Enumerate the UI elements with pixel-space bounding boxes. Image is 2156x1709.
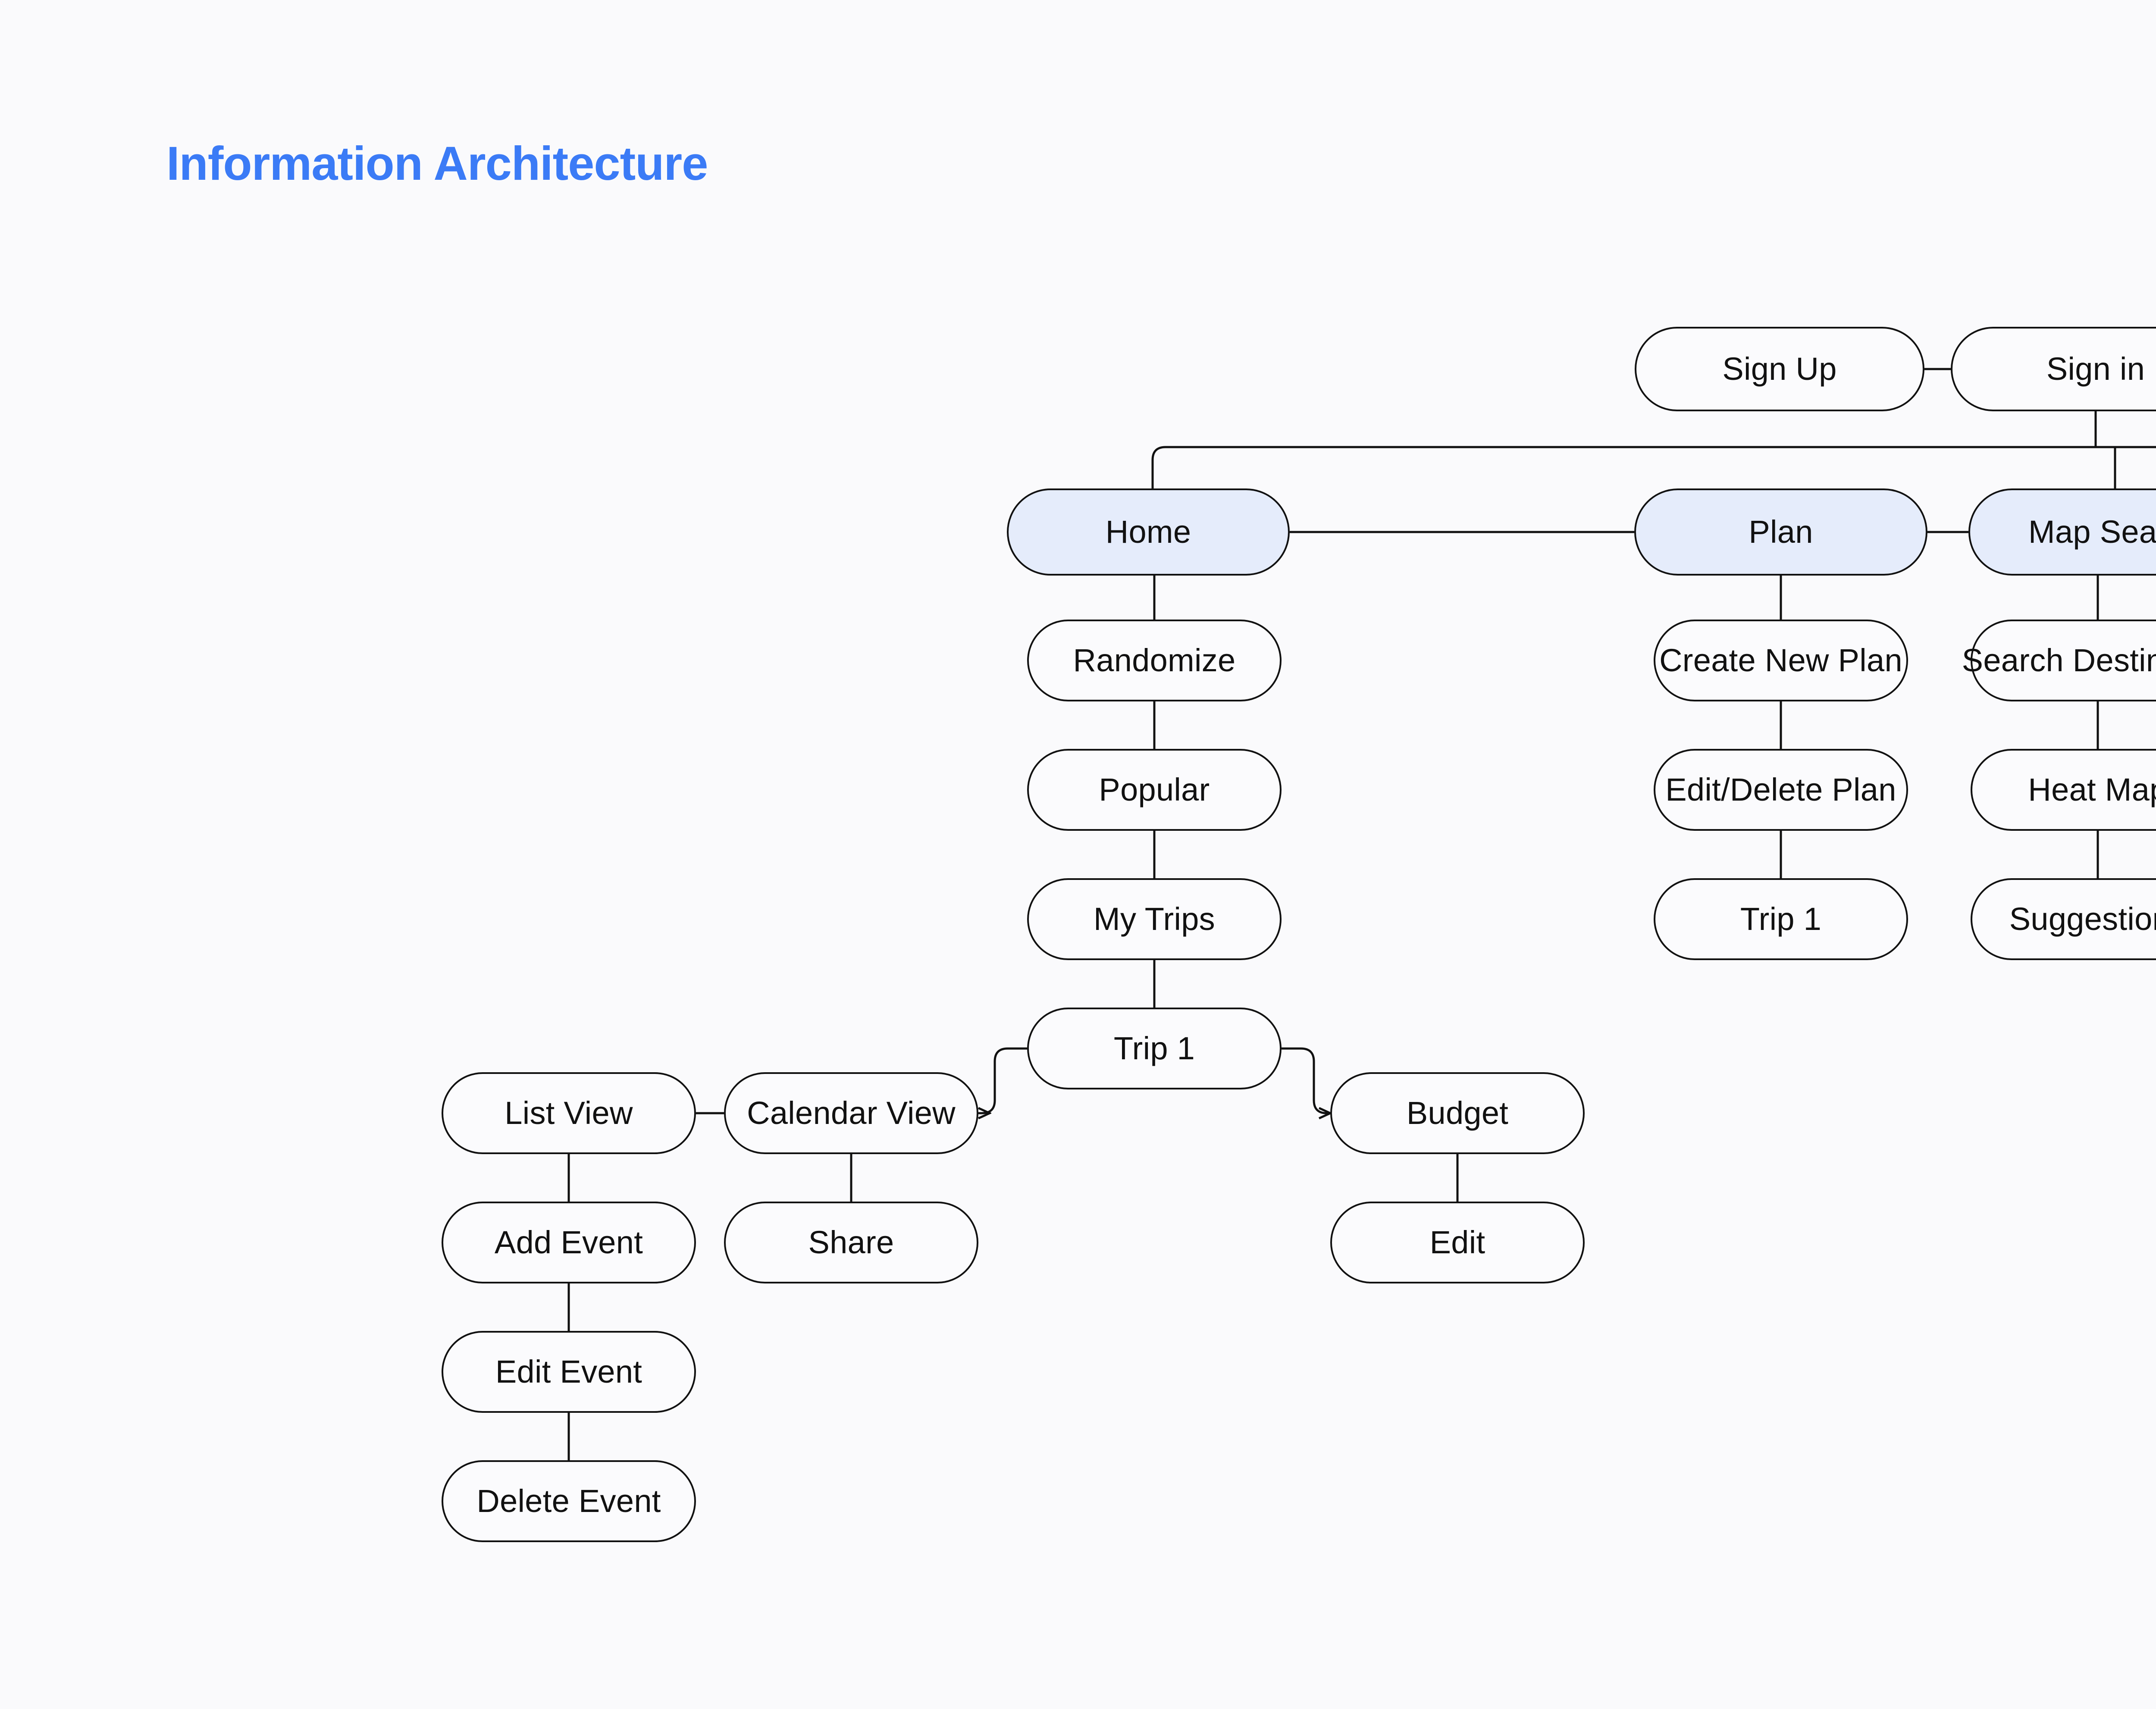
node-edit-event[interactable]: Edit Event (442, 1331, 696, 1413)
node-edit-delete-plan[interactable]: Edit/Delete Plan (1654, 749, 1908, 831)
node-label: Delete Event (476, 1483, 661, 1519)
node-budget[interactable]: Budget (1330, 1072, 1585, 1154)
node-search-destination[interactable]: Search Destination (1962, 620, 2156, 701)
node-map-search[interactable]: Map Search (1968, 488, 2156, 576)
node-label: Suggestions (2009, 901, 2156, 937)
node-calendar-view[interactable]: Calendar View (724, 1072, 978, 1154)
node-add-event[interactable]: Add Event (442, 1202, 696, 1283)
node-label: Edit/Delete Plan (1665, 772, 1896, 808)
node-label: List View (505, 1095, 633, 1131)
node-label: Randomize (1073, 642, 1236, 678)
node-popular[interactable]: Popular (1027, 749, 1282, 831)
node-label: Sign Up (1722, 351, 1837, 387)
node-home[interactable]: Home (1007, 488, 1290, 576)
node-label: Calendar View (747, 1095, 956, 1131)
node-label: Plan (1749, 514, 1813, 550)
node-my-trips[interactable]: My Trips (1027, 878, 1282, 960)
node-label: Edit Event (495, 1354, 642, 1390)
node-heat-map[interactable]: Heat Map (1971, 749, 2156, 831)
node-plan[interactable]: Plan (1634, 488, 1927, 576)
node-label: Heat Map (2028, 772, 2156, 808)
node-list-view[interactable]: List View (442, 1072, 696, 1154)
node-sign-up[interactable]: Sign Up (1635, 327, 1924, 411)
node-label: Add Event (494, 1224, 643, 1260)
node-sign-in[interactable]: Sign in (1951, 327, 2156, 411)
node-randomize[interactable]: Randomize (1027, 620, 1282, 701)
page-title: Information Architecture (166, 137, 708, 190)
node-label: Budget (1406, 1095, 1509, 1131)
node-label: Trip 1 (1113, 1030, 1195, 1066)
node-label: Sign in (2046, 351, 2145, 387)
wire-trip1-calendarview (978, 1047, 1027, 1113)
node-budget-edit[interactable]: Edit (1330, 1202, 1585, 1283)
node-create-new-plan[interactable]: Create New Plan (1654, 620, 1908, 701)
node-trip-1-plan[interactable]: Trip 1 (1654, 878, 1908, 960)
node-suggestions[interactable]: Suggestions (1971, 878, 2156, 960)
node-label: My Trips (1094, 901, 1215, 937)
node-label: Map Search (2028, 514, 2156, 550)
node-trip-1-home[interactable]: Trip 1 (1027, 1008, 1282, 1089)
node-label: Search Destination (1962, 642, 2156, 678)
node-label: Home (1105, 514, 1191, 550)
node-label: Popular (1099, 772, 1210, 808)
node-share[interactable]: Share (724, 1202, 978, 1283)
node-label: Trip 1 (1740, 901, 1822, 937)
node-label: Edit (1429, 1224, 1485, 1260)
node-label: Create New Plan (1659, 642, 1902, 678)
node-label: Share (808, 1224, 894, 1260)
wire-bus (1151, 446, 2156, 488)
wire-trip1-budget (1282, 1047, 1330, 1113)
node-delete-event[interactable]: Delete Event (442, 1460, 696, 1542)
